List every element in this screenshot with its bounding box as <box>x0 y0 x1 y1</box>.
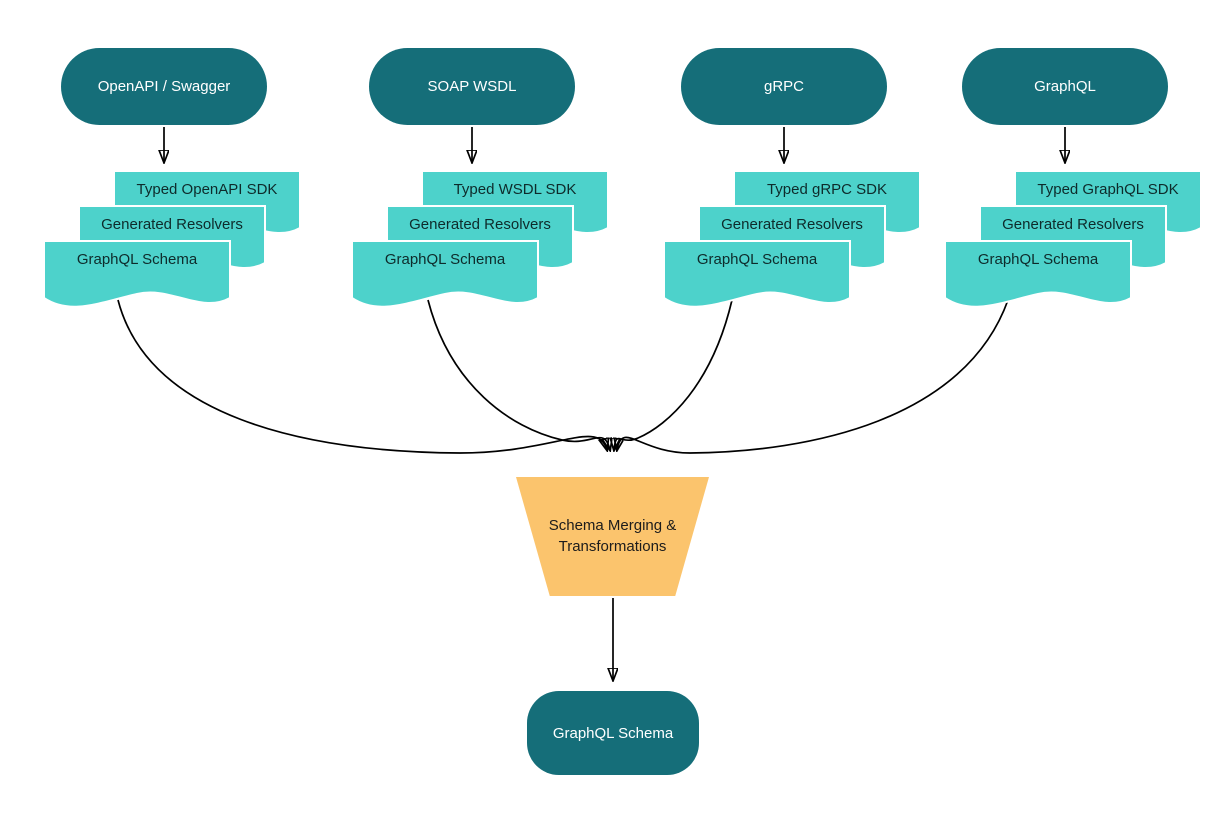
source-pill-soap-wsdl: SOAP WSDL <box>369 48 575 125</box>
doc-label: Generated Resolvers <box>101 215 243 233</box>
source-pill-label: OpenAPI / Swagger <box>97 78 231 95</box>
curve-soap-to-merge <box>427 299 610 450</box>
doc-label: Typed WSDL SDK <box>453 180 577 198</box>
merge-node-label: Schema Merging & Transformations <box>548 517 677 555</box>
document-shape <box>663 240 851 308</box>
document-shape <box>944 240 1132 308</box>
doc-label: Generated Resolvers <box>1002 215 1144 233</box>
output-pill-label: GraphQL Schema <box>552 724 674 742</box>
curve-grpc-to-merge <box>614 299 733 450</box>
doc-label: GraphQL Schema <box>696 250 818 268</box>
doc-label: Typed OpenAPI SDK <box>136 180 278 198</box>
doc-label: GraphQL Schema <box>76 250 198 268</box>
source-pill-grpc: gRPC <box>681 48 887 125</box>
doc-graphql-schema: GraphQL Schema <box>663 240 851 318</box>
doc-label: Generated Resolvers <box>721 215 863 233</box>
doc-label: GraphQL Schema <box>977 250 1099 268</box>
doc-graphql-schema: GraphQL Schema <box>43 240 231 318</box>
doc-graphql-schema: GraphQL Schema <box>944 240 1132 318</box>
source-pill-label: SOAP WSDL <box>427 78 517 95</box>
document-shape <box>351 240 539 308</box>
document-shape <box>43 240 231 308</box>
curve-openapi-to-merge <box>117 299 607 454</box>
doc-graphql-schema: GraphQL Schema <box>351 240 539 318</box>
doc-label: Typed gRPC SDK <box>766 180 888 198</box>
source-pill-label: GraphQL <box>1034 78 1096 95</box>
source-pill-graphql: GraphQL <box>962 48 1168 125</box>
source-pill-openapi-swagger: OpenAPI / Swagger <box>61 48 267 125</box>
doc-label: GraphQL Schema <box>384 250 506 268</box>
doc-label: Typed GraphQL SDK <box>1037 180 1179 198</box>
source-pill-label: gRPC <box>763 78 804 95</box>
output-pill-graphql-schema: GraphQL Schema <box>527 691 699 775</box>
merge-node-schema-merging: Schema Merging & Transformations <box>516 477 709 596</box>
curve-graphql-to-merge <box>617 299 1009 454</box>
doc-label: Generated Resolvers <box>409 215 551 233</box>
